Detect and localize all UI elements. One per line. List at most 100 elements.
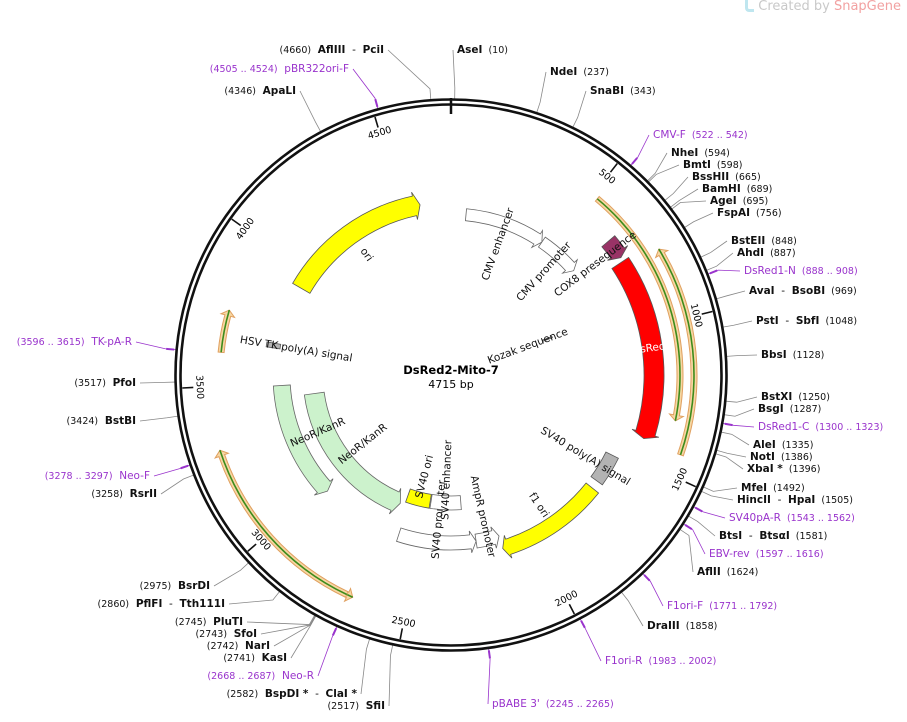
primer-label-neo-f: (3278 .. 3297) Neo-F [45,470,150,482]
svg-text:(4505 .. 4524) pBR322ori-F: (4505 .. 4524) pBR322ori-F [210,63,349,75]
label-separator [206,616,213,628]
label-position: (2745) [175,617,207,628]
svg-text:(4660) AflIII - PciI: (4660) AflIII - PciI [280,44,385,56]
site-label-draiii: DraIII (1858) [647,620,717,632]
label-name: F1ori-F [667,600,703,612]
primer-binding-core [221,456,354,598]
primer-binding-core [596,198,681,422]
site-label-kasi: (2741) KasI [223,652,287,664]
svg-text:BbsI (1128): BbsI (1128) [761,349,824,361]
watermark-prefix: Created by [758,0,830,14]
feature-label: DsRed2 [631,339,672,356]
primer-site-mark [694,506,703,513]
leader-line [701,490,734,501]
leader-line [703,486,738,492]
label-position: (2668 .. 2687) [207,671,275,682]
leader-line [648,164,680,183]
primer-label-f1ori-r: F1ori-R (1983 .. 2002) [605,655,716,667]
svg-text:AvaI - BsoBI (969): AvaI - BsoBI (969) [749,285,857,297]
feature-dsred2 [611,256,665,440]
label-name: PluTI [213,616,243,628]
feature-sv40-enhancer [429,494,462,511]
label-name: BspDI * [265,688,309,700]
tick-label: 1500 [670,466,690,493]
label-name: BamHI [702,183,741,195]
label-separator [258,688,265,700]
tick-mark [182,386,194,389]
leader-line [664,176,689,201]
feature-sv40-poly-a-signal [590,451,619,486]
leader-line [452,49,456,100]
primer-binding-arrow [654,248,698,457]
tick-label: 2000 [553,589,580,610]
leader-line [670,188,699,208]
svg-text:AflII (1624): AflII (1624) [697,566,758,578]
site-label-alei: AleI (1335) [753,439,813,451]
label-position: (4660) [280,45,312,56]
snapgene-logo-icon [745,0,755,12]
feature-label: SV40 poly(A) signal [538,425,632,488]
svg-text:BmtI (598): BmtI (598) [683,159,742,171]
primer-binding-arrow [217,309,236,354]
svg-text:pBABE 3' (2245 .. 2265): pBABE 3' (2245 .. 2265) [492,698,614,710]
site-label-bsshii: BssHII (665) [692,171,761,183]
feature-hsv-tk-poly-a-signal [265,341,282,350]
label-position: (1396) [789,464,821,475]
label-separator: - [775,285,792,297]
svg-text:(2860) PflFI - Tth111I: (2860) PflFI - Tth111I [98,598,225,610]
label-name: SnaBI [590,85,624,97]
label-separator [238,640,245,652]
leader-line [572,90,587,128]
svg-text:DsRed1-C (1300 .. 1323): DsRed1-C (1300 .. 1323) [758,421,883,433]
label-position: (343) [630,86,656,97]
leader-line [715,453,744,470]
site-label-sfoi: (2743) SfoI [195,628,257,640]
leader-line [299,90,322,132]
label-separator [275,670,282,682]
label-position: (689) [747,184,773,195]
label-position: (1505) [821,495,853,506]
tick-mark [685,481,697,488]
leader-line [724,408,755,417]
label-name: HincII [737,494,771,506]
label-name: F1ori-R [605,655,642,667]
site-label-nari: (2742) NarI [207,640,270,652]
primer-binding-core [219,449,348,596]
svg-text:(3517) PfoI: (3517) PfoI [74,377,136,389]
svg-text:(3424) BstBI: (3424) BstBI [67,415,136,427]
svg-text:AleI (1335): AleI (1335) [753,439,813,451]
label-position: (598) [717,160,743,171]
feature-sv40-ori [405,488,432,509]
label-name: DraIII [647,620,680,632]
label-position: (3517) [74,378,106,389]
label-name: NdeI [550,66,577,78]
primer-label-neo-r: (2668 .. 2687) Neo-R [207,670,314,682]
svg-text:CMV-F (522 .. 542): CMV-F (522 .. 542) [653,129,748,141]
site-label-nhei: NheI (594) [671,147,730,159]
svg-text:XbaI * (1396): XbaI * (1396) [747,463,820,475]
label-name: PstI [756,315,779,327]
snapgene-watermark: Created by SnapGene [745,0,901,14]
label-position: (2742) [207,641,239,652]
svg-text:PstI - SbfI (1048): PstI - SbfI (1048) [756,315,857,327]
label-position: (522 .. 542) [692,130,748,141]
feature-label: SV40 enhancer [439,439,454,520]
label-position: (237) [583,67,609,78]
feature-label: SV40 ori [413,454,436,500]
site-label-pfoi: (3517) PfoI [74,377,136,389]
site-label-asei: AseI (10) [457,44,508,56]
plasmid-size: 4715 bp [428,378,473,391]
label-separator: - [308,688,325,700]
tick-mark [247,543,257,552]
feature-kozak-sequence [542,335,553,342]
plasmid-backbone [174,98,728,652]
label-position: (1543 .. 1562) [787,513,855,524]
site-label-bamhi: BamHI (689) [702,183,772,195]
label-name: SV40pA-R [729,512,781,524]
label-position: (695) [743,196,769,207]
svg-text:DsRed1-N (888 .. 908): DsRed1-N (888 .. 908) [744,265,858,277]
site-label-sfii: (2517) SfiI [327,700,385,712]
leader-line [387,49,432,100]
label-position: (1624) [727,567,759,578]
